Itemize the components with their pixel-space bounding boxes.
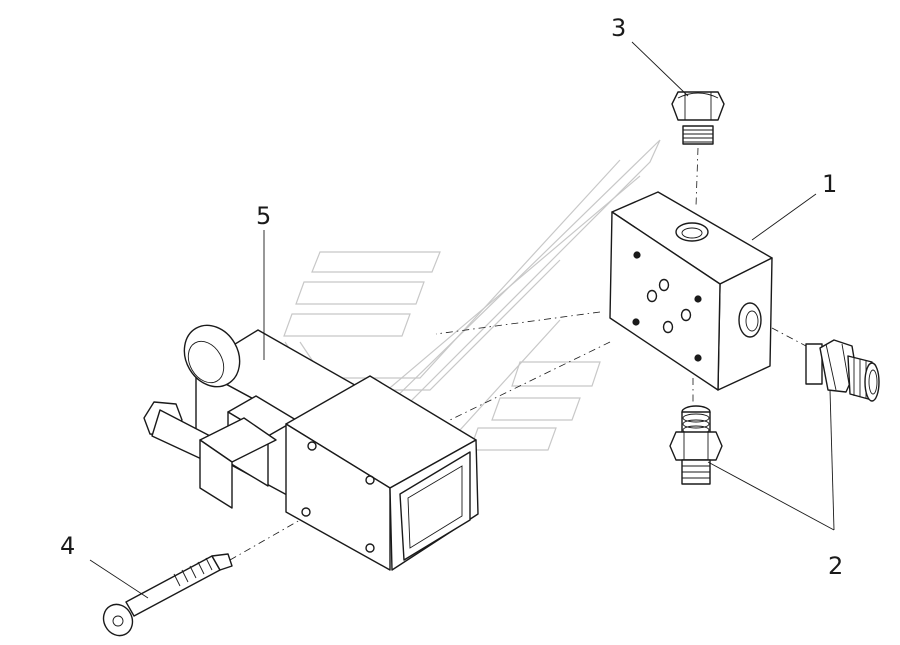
assembly-axis-lines [229, 147, 807, 561]
solenoid-valve [143, 324, 479, 571]
manifold-top-port [675, 222, 709, 242]
manifold-side-port [738, 302, 762, 338]
leader-lines [89, 41, 835, 599]
callout-4: 4 [60, 532, 75, 560]
fitting-side [805, 339, 880, 402]
callout-5: 5 [256, 202, 271, 230]
manifold-face-holes [632, 251, 702, 362]
callout-labels: 1 2 3 4 5 [60, 14, 843, 580]
callout-3: 3 [611, 14, 626, 42]
hex-plug [671, 91, 725, 145]
manifold-block [609, 191, 773, 391]
cap-screw [102, 553, 233, 637]
fitting-bottom [669, 405, 723, 485]
callout-2: 2 [828, 552, 843, 580]
callout-1: 1 [822, 170, 837, 198]
